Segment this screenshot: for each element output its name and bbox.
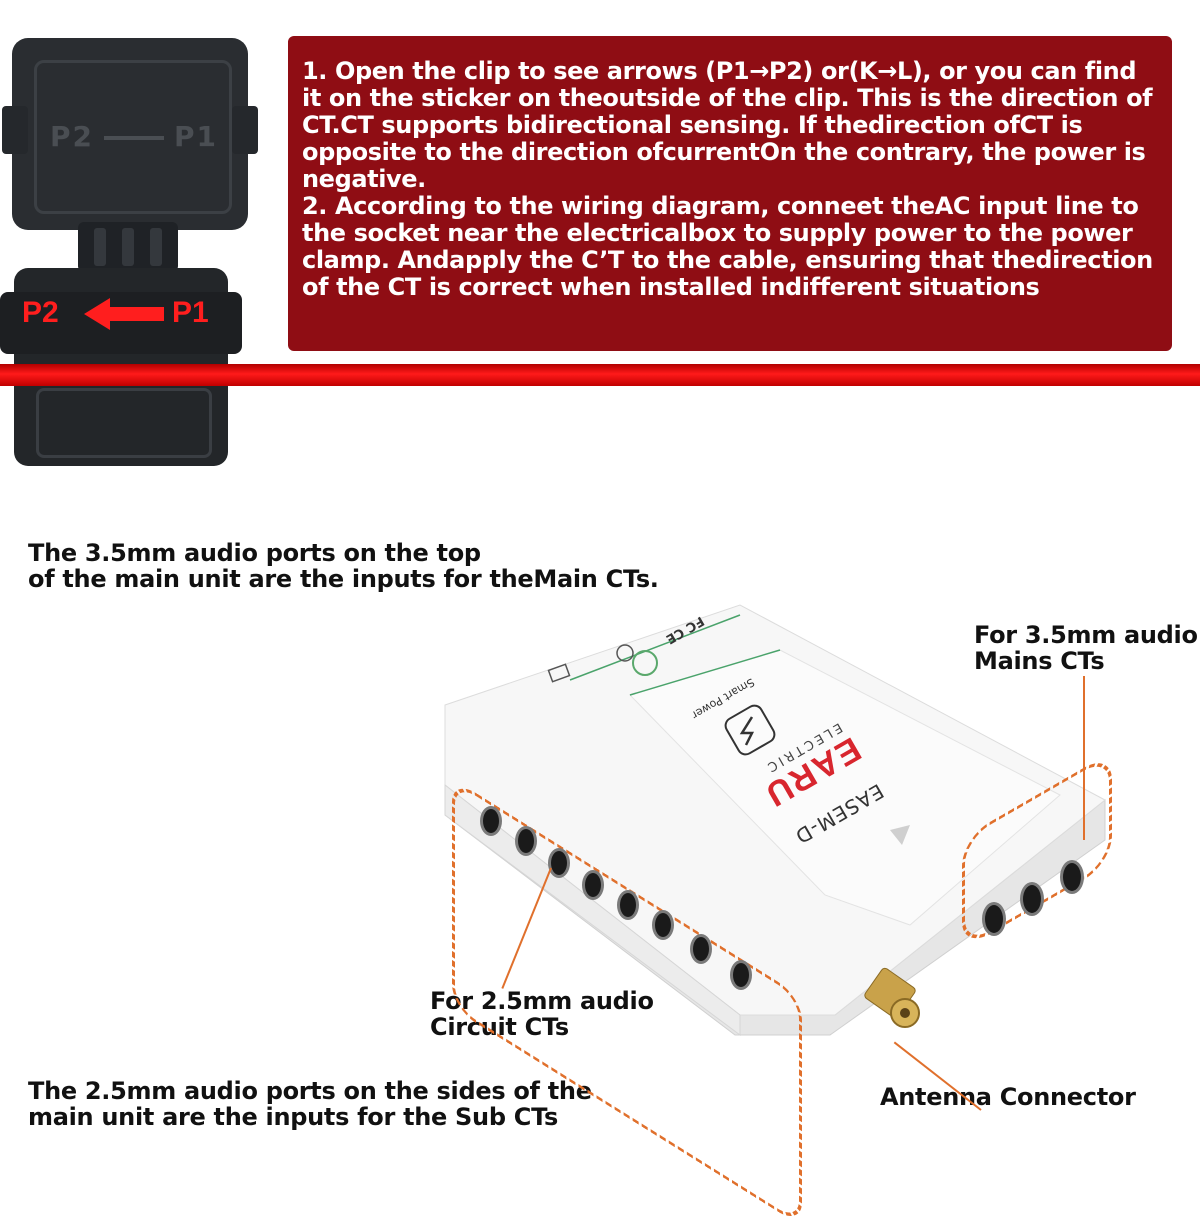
info-paragraph-1: 1. Open the clip to see arrows (P1→P2) o… bbox=[302, 57, 1153, 193]
mains-ct-caption-line2: Mains CTs bbox=[974, 647, 1105, 675]
circuit-ct-port-3[interactable] bbox=[548, 848, 570, 878]
cable-line bbox=[0, 364, 1200, 386]
clip-hinge bbox=[78, 222, 178, 272]
mains-ct-port-2[interactable] bbox=[1020, 882, 1044, 916]
circuit-ct-port-4[interactable] bbox=[582, 870, 604, 900]
mains-ct-caption-line1: For 3.5mm audio bbox=[974, 621, 1198, 649]
clip-emboss-p2: P2 bbox=[50, 120, 95, 153]
antenna-caption: Antenna Connector bbox=[880, 1083, 1136, 1111]
circuit-ct-port-7[interactable] bbox=[690, 934, 712, 964]
clip-tab-right bbox=[232, 106, 258, 154]
circuit-ct-port-6[interactable] bbox=[652, 910, 674, 940]
direction-arrow-icon bbox=[84, 298, 110, 330]
main-ports-caption: The 3.5mm audio ports on the top of the … bbox=[28, 540, 659, 592]
mains-ct-caption: For 3.5mm audio Mains CTs bbox=[974, 622, 1198, 674]
direction-label-p2: P2 bbox=[22, 296, 59, 329]
main-ports-caption-line2: of the main unit are the inputs for theM… bbox=[28, 565, 659, 593]
circuit-ct-port-5[interactable] bbox=[617, 890, 639, 920]
info-panel: 1. Open the clip to see arrows (P1→P2) o… bbox=[288, 36, 1172, 351]
sub-ports-caption-line1: The 2.5mm audio ports on the sides of th… bbox=[28, 1077, 592, 1105]
circuit-ct-port-1[interactable] bbox=[480, 806, 502, 836]
easem-d-device bbox=[444, 604, 1106, 1036]
mains-ct-port-3[interactable] bbox=[1060, 860, 1084, 894]
sub-ports-caption: The 2.5mm audio ports on the sides of th… bbox=[28, 1078, 592, 1130]
direction-arrow-shaft bbox=[108, 307, 164, 321]
main-ports-caption-line1: The 3.5mm audio ports on the top bbox=[28, 539, 481, 567]
circuit-ct-port-2[interactable] bbox=[515, 826, 537, 856]
clip-emboss-p1: P1 bbox=[174, 120, 219, 153]
sub-ports-caption-line2: main unit are the inputs for the Sub CTs bbox=[28, 1103, 558, 1131]
clip-tab-left bbox=[2, 106, 28, 154]
circuit-ct-port-8[interactable] bbox=[730, 960, 752, 990]
circuit-ct-caption: For 2.5mm audio Circuit CTs bbox=[430, 988, 654, 1040]
info-paragraph-2: 2. According to the wiring diagram, conn… bbox=[302, 192, 1153, 301]
emboss-arrow-icon bbox=[104, 136, 164, 140]
mains-ct-leader-line bbox=[1083, 676, 1085, 840]
clip-top-recess bbox=[34, 60, 232, 214]
circuit-ct-caption-line2: Circuit CTs bbox=[430, 1013, 569, 1041]
circuit-ct-caption-line1: For 2.5mm audio bbox=[430, 987, 654, 1015]
mains-ct-port-1[interactable] bbox=[982, 902, 1006, 936]
ct-clip-top-half: P2 P1 bbox=[2, 38, 258, 230]
direction-label-p1: P1 bbox=[172, 296, 209, 329]
